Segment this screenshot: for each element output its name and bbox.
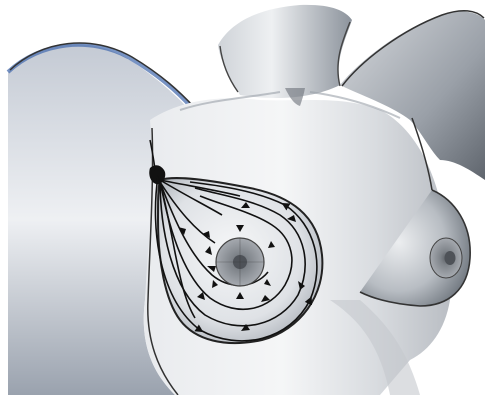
neck [218, 5, 352, 98]
right-nipple [445, 251, 456, 265]
